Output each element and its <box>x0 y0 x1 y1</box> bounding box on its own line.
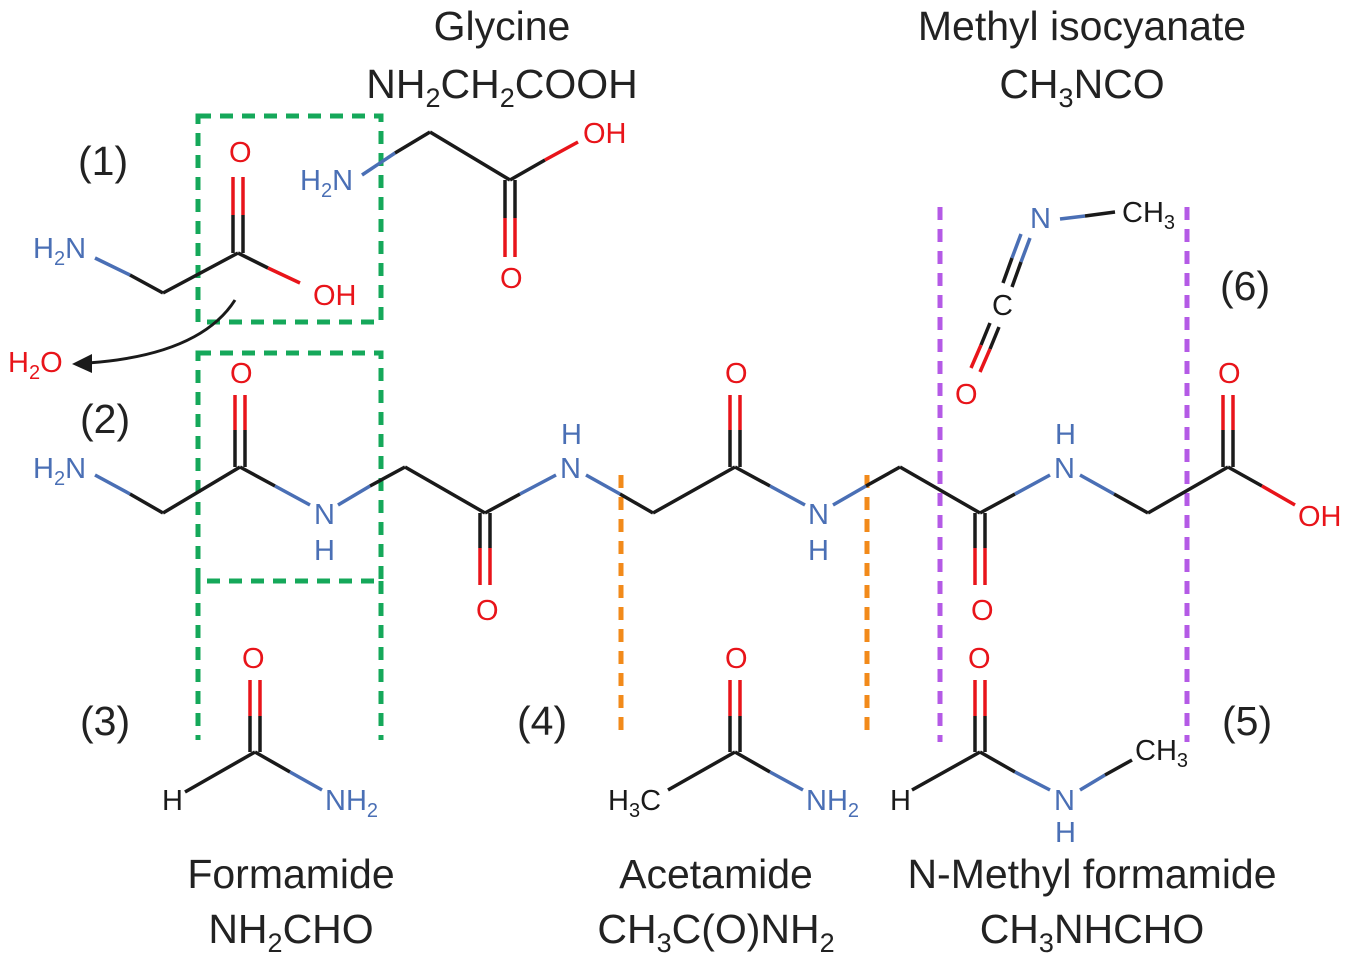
caption-n-methyl-formamide: N-Methyl formamide CH3NHCHO <box>907 851 1276 958</box>
svg-text:N: N <box>808 499 829 531</box>
svg-text:O: O <box>500 263 523 295</box>
step-label-4: (4) <box>517 698 567 744</box>
svg-text:O: O <box>230 358 253 390</box>
svg-text:N: N <box>1054 785 1075 817</box>
step-label-5: (5) <box>1222 698 1272 744</box>
svg-text:CH3: CH3 <box>1122 197 1175 234</box>
svg-text:Formamide: Formamide <box>187 851 394 897</box>
green-box-bottom <box>195 350 384 740</box>
svg-text:H: H <box>890 785 911 817</box>
svg-text:NH2: NH2 <box>806 785 859 822</box>
n-methyl-formamide: O H N H CH3 <box>890 643 1188 849</box>
svg-text:O: O <box>968 643 991 675</box>
svg-text:Glycine: Glycine <box>434 3 571 49</box>
svg-text:OH: OH <box>1298 501 1342 533</box>
svg-text:O: O <box>725 643 748 675</box>
svg-text:CH3NHCHO: CH3NHCHO <box>980 906 1205 958</box>
step-label-1: (1) <box>78 138 128 184</box>
methyl-isocyanate: N CH3 C O <box>955 197 1175 411</box>
svg-text:O: O <box>1218 358 1241 390</box>
svg-text:H2N: H2N <box>33 453 86 490</box>
svg-text:N: N <box>1054 453 1075 485</box>
svg-text:NH2CH2COOH: NH2CH2COOH <box>366 61 638 113</box>
svg-text:O: O <box>971 595 994 627</box>
svg-text:H: H <box>1055 817 1076 849</box>
step-label-6: (6) <box>1220 263 1270 309</box>
svg-text:N: N <box>1030 203 1051 235</box>
svg-text:H2N: H2N <box>300 165 353 202</box>
formamide: O H NH2 <box>162 643 378 822</box>
svg-text:H: H <box>162 785 183 817</box>
caption-acetamide: Acetamide CH3C(O)NH2 <box>597 851 834 958</box>
arrow-head-icon <box>72 354 92 373</box>
svg-text:N: N <box>560 453 581 485</box>
purple-cut-lines <box>937 207 1190 742</box>
step-label-2: (2) <box>80 396 130 442</box>
svg-text:H2N: H2N <box>33 233 86 270</box>
acetamide: O H3C NH2 <box>608 643 859 822</box>
svg-text:O: O <box>476 595 499 627</box>
svg-text:O: O <box>725 358 748 390</box>
svg-text:CH3C(O)NH2: CH3C(O)NH2 <box>597 906 834 958</box>
orange-cut-lines <box>618 475 870 738</box>
svg-text:Methyl isocyanate: Methyl isocyanate <box>918 3 1246 49</box>
svg-text:H: H <box>561 419 582 451</box>
glycine-top: H2N OH O <box>300 118 627 295</box>
svg-text:H2O: H2O <box>8 347 63 384</box>
water-elimination: H2O <box>8 299 237 384</box>
svg-text:OH: OH <box>583 118 627 150</box>
svg-text:N-Methyl formamide: N-Methyl formamide <box>907 851 1276 897</box>
peptide-chain: H2N O N H O N H O N H <box>33 358 1342 627</box>
svg-text:C: C <box>992 290 1013 322</box>
svg-text:OH: OH <box>313 280 357 312</box>
svg-text:H: H <box>1055 419 1076 451</box>
svg-text:Acetamide: Acetamide <box>619 851 813 897</box>
caption-formamide: Formamide NH2CHO <box>187 851 394 958</box>
svg-text:O: O <box>242 643 265 675</box>
svg-text:CH3: CH3 <box>1135 735 1188 772</box>
green-box-top <box>195 113 384 325</box>
svg-text:CH3NCO: CH3NCO <box>999 61 1164 113</box>
svg-text:N: N <box>314 499 335 531</box>
svg-text:H: H <box>808 535 829 567</box>
svg-text:O: O <box>229 137 252 169</box>
svg-text:H3C: H3C <box>608 785 661 822</box>
svg-text:NH2: NH2 <box>325 785 378 822</box>
svg-text:O: O <box>955 379 978 411</box>
caption-glycine: Glycine NH2CH2COOH <box>366 3 638 113</box>
svg-text:H: H <box>314 535 335 567</box>
svg-text:NH2CHO: NH2CHO <box>208 906 373 958</box>
caption-methyl-isocyanate: Methyl isocyanate CH3NCO <box>918 3 1246 113</box>
glycine-left: H2N O OH <box>33 137 357 312</box>
step-label-3: (3) <box>80 698 130 744</box>
